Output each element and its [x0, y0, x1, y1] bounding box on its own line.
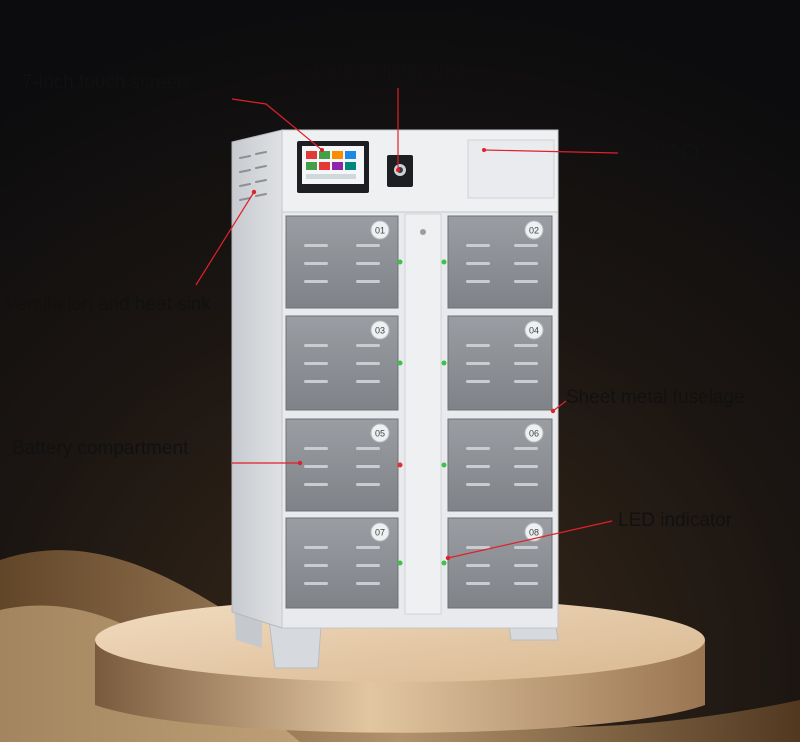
led-indicator: [397, 259, 403, 265]
compartment-number-badge: [370, 320, 390, 340]
compartment-number-badge: [524, 220, 544, 240]
callout-logo: LOGO: [624, 138, 701, 168]
compartment-number-badge: [370, 423, 390, 443]
door-vent-slot: [466, 380, 490, 383]
callout-battery: Battery compartment: [12, 438, 189, 459]
door-vent-slot: [514, 380, 538, 383]
door-vent-slot: [356, 362, 380, 365]
door-vent-slot: [304, 362, 328, 365]
compartment-number: 04: [529, 326, 539, 336]
door-vent-slot: [514, 280, 538, 283]
cabinet-side: [231, 129, 283, 629]
compartment-number-badge: [370, 220, 390, 240]
callout-card-swipe: Card swiping area: [313, 60, 467, 81]
door-vent-slot: [304, 280, 328, 283]
door-vent-slot: [466, 262, 490, 265]
led-indicator: [441, 560, 447, 566]
compartment-number-badge: [370, 522, 390, 542]
door-vent-slot: [514, 344, 538, 347]
compartment-number-badge: [524, 423, 544, 443]
center-strip: [404, 213, 442, 615]
door-vent-slot: [304, 447, 328, 450]
door-vent-slot: [514, 483, 538, 486]
door-vent-slot: [356, 546, 380, 549]
callout-ventilation: Ventilation and heat sink: [5, 294, 211, 315]
door-vent-slot: [356, 280, 380, 283]
callout-led: LED indicator: [618, 510, 733, 531]
led-indicator: [441, 462, 447, 468]
callout-line-logo: [483, 149, 619, 154]
led-indicator: [441, 259, 447, 265]
door-vent-slot: [514, 244, 538, 247]
door-vent-slot: [514, 262, 538, 265]
callout-line-ventilation: [195, 191, 255, 286]
door-vent-slot: [514, 582, 538, 585]
door-vent-slot: [514, 546, 538, 549]
door-vent-slot: [356, 262, 380, 265]
door-vent-slot: [466, 483, 490, 486]
door-vent-slot: [356, 582, 380, 585]
led-indicator: [397, 560, 403, 566]
compartment-number: 06: [529, 429, 539, 439]
door-vent-slot: [304, 244, 328, 247]
door-vent-slot: [514, 465, 538, 468]
compartment-number: 05: [375, 429, 385, 439]
callout-touch-screen: 7-inch touch screen: [22, 72, 188, 93]
door-vent-slot: [466, 447, 490, 450]
callout-lines: [195, 88, 619, 559]
door-vent-slot: [466, 362, 490, 365]
door-vent-slot: [304, 564, 328, 567]
callout-sheet-metal: Sheet metal fuselage: [566, 387, 745, 408]
door-vent-slot: [304, 380, 328, 383]
compartment-number: 03: [375, 326, 385, 336]
door-vent-slot: [304, 582, 328, 585]
compartment-number-badge: [524, 522, 544, 542]
door-vent-slot: [514, 447, 538, 450]
callout-line-led: [447, 520, 613, 559]
door-vent-slot: [304, 262, 328, 265]
door-vent-slot: [356, 564, 380, 567]
door-vent-slot: [304, 483, 328, 486]
door-vent-slot: [466, 280, 490, 283]
door-vent-slot: [356, 483, 380, 486]
compartment-number: 02: [529, 226, 539, 236]
door-vent-slot: [514, 564, 538, 567]
door-vent-slot: [356, 465, 380, 468]
door-vent-slot: [466, 546, 490, 549]
door-vent-slot: [466, 344, 490, 347]
touch-screen-tiles: [306, 151, 356, 179]
door-vent-slot: [466, 582, 490, 585]
door-vent-slot: [356, 447, 380, 450]
compartment-number: 08: [529, 528, 539, 538]
door-vent-slot: [466, 564, 490, 567]
callout-line-touch-screen: [231, 98, 323, 151]
door-vent-slot: [466, 244, 490, 247]
compartment-doors: 01 02 03 04 05 06 07 08: [285, 215, 553, 609]
side-vents: [239, 151, 267, 201]
door-vent-slot: [514, 362, 538, 365]
callout-dots: [251, 148, 556, 561]
door-vent-slot: [356, 380, 380, 383]
door-vent-slot: [356, 344, 380, 347]
compartment-number-badge: [524, 320, 544, 340]
led-indicator: [397, 462, 403, 468]
callout-line-sheet-metal: [552, 400, 567, 412]
door-vent-slot: [356, 244, 380, 247]
led-indicator: [397, 360, 403, 366]
door-vent-slot: [304, 546, 328, 549]
logo-plate: [467, 139, 555, 199]
door-vent-slot: [466, 465, 490, 468]
compartment-number: 07: [375, 528, 385, 538]
door-vent-slot: [304, 344, 328, 347]
led-indicator: [441, 360, 447, 366]
door-vent-slot: [304, 465, 328, 468]
compartment-number: 01: [375, 226, 385, 236]
